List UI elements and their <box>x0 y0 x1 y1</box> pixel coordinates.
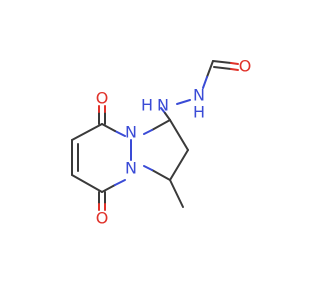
bond-cbot-n <box>101 184 116 193</box>
bond-formyl-c-o-2 <box>213 66 232 70</box>
bond-methyl <box>169 179 184 208</box>
atom-n-hydrazine-outer: N <box>193 86 205 105</box>
atom-h-hydrazine-outer: H <box>193 103 205 122</box>
bond-n-c-top <box>101 123 116 132</box>
bond-cbot-n-blue <box>114 179 126 186</box>
bond-c3-n <box>143 165 153 171</box>
atom-label-layer: O N H N H N N O O <box>96 57 252 228</box>
bond-c1-c2 <box>169 119 189 151</box>
bond-c1-n <box>151 119 171 131</box>
atom-o-carbonyl-bottom: O <box>96 209 109 228</box>
atom-n-ring-bottom: N <box>125 159 137 178</box>
bond-formyl-c-o-1 <box>212 60 232 64</box>
bond-c1-n-blue <box>143 129 153 135</box>
bond-nh-c-blue <box>160 107 166 114</box>
bond-layer <box>71 60 239 211</box>
bond-formyl-c-o-2-red <box>230 68 239 71</box>
molecule-structure: O N H N H N N O O <box>71 57 252 228</box>
bond-c2-c3 <box>169 149 189 181</box>
atom-n-hydrazine-inner: N <box>157 96 169 115</box>
atom-o-formyl: O <box>239 57 252 76</box>
bond-nh-c <box>164 112 171 121</box>
bond-n-c-top-blue <box>114 130 126 137</box>
bond-formyl-c-o-1-red <box>230 62 239 65</box>
atom-o-carbonyl-top: O <box>96 89 109 108</box>
bond-formyl-c-n <box>206 60 214 78</box>
atom-n-ring-top: N <box>125 123 137 142</box>
bond-ch-cbot <box>71 174 103 193</box>
bond-c3-n-blue-start <box>151 169 171 181</box>
bond-formyl-c-n-blue <box>202 76 208 89</box>
bond-n-n <box>176 99 191 105</box>
bond-ctop-ch <box>71 123 103 141</box>
atom-h-hydrazine-inner: H <box>141 96 153 115</box>
